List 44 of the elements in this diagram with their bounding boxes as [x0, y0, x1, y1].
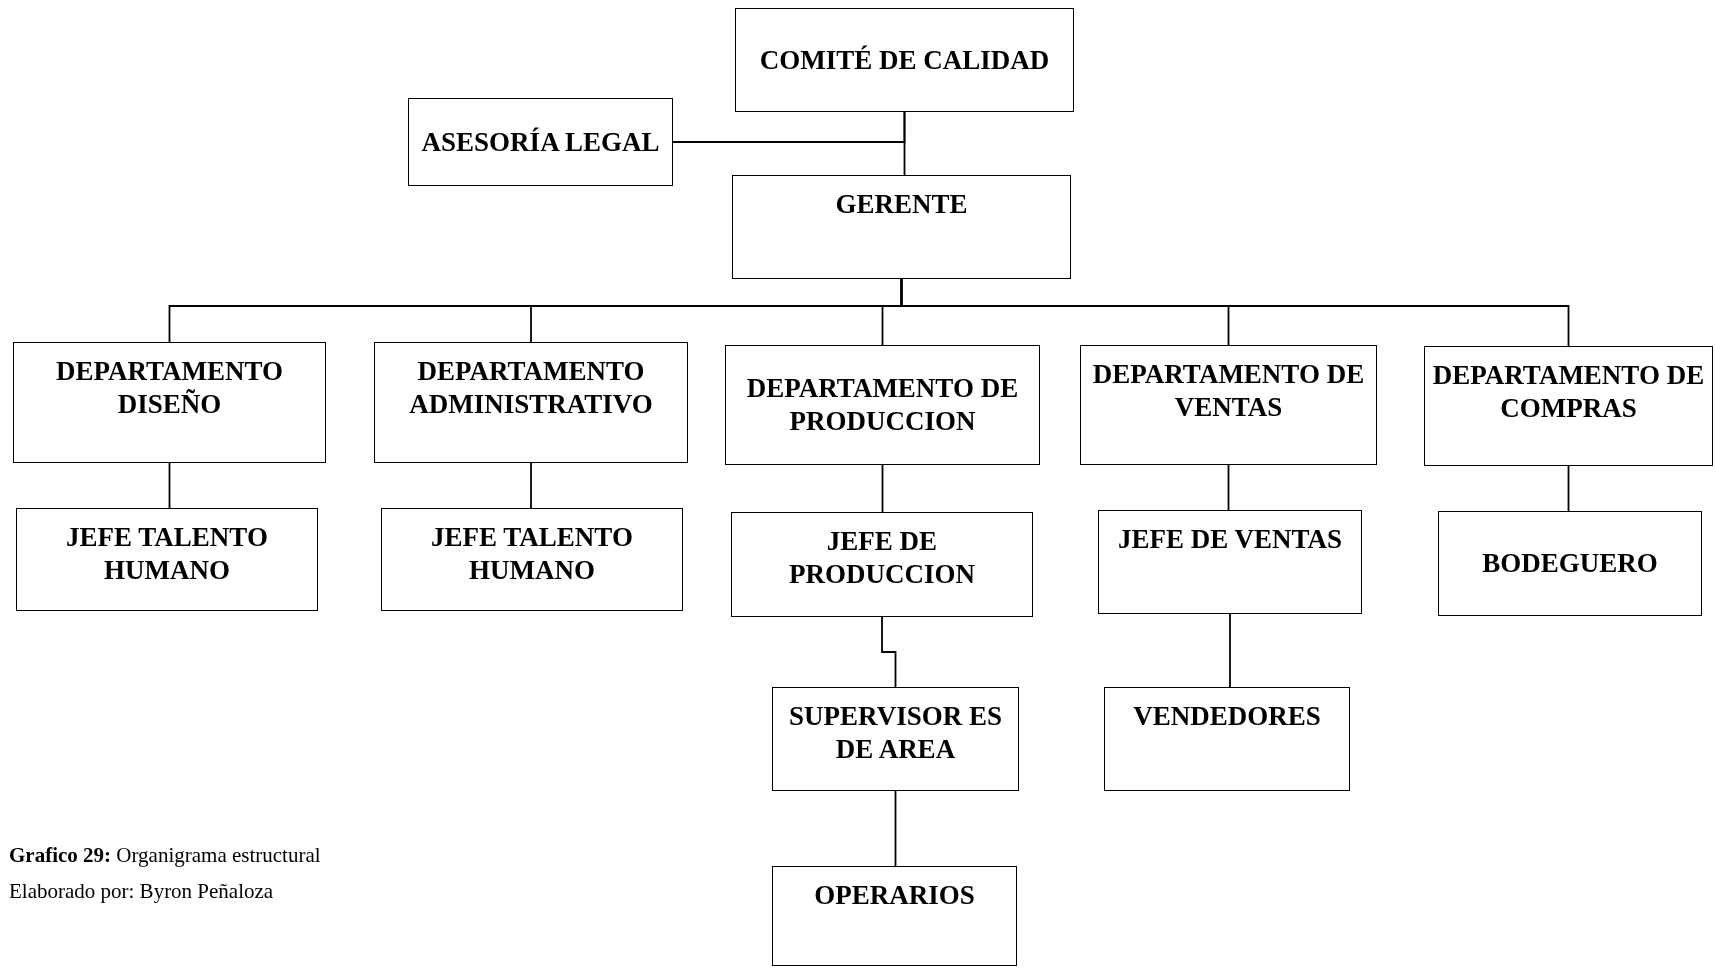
org-box: [772, 687, 1019, 791]
org-box: [732, 175, 1071, 279]
org-box: [381, 508, 683, 611]
org-box: [1424, 346, 1713, 466]
figure-caption: Grafico 29: Organigrama estructural: [9, 843, 321, 868]
box-label: DEPARTAMENTO DE COMPRAS: [1431, 359, 1706, 425]
connector-line: [672, 111, 906, 143]
connector-line: [1567, 465, 1570, 512]
connector-line: [1227, 464, 1230, 511]
connector-line: [900, 278, 1570, 347]
box-label: SUPERVISOR ES DE AREA: [788, 700, 1003, 766]
box-label: VENDEDORES: [1133, 700, 1321, 733]
org-box: [1098, 510, 1362, 614]
org-box: [1104, 687, 1350, 791]
org-box: [408, 98, 673, 186]
box-label: ASESORÍA LEGAL: [421, 125, 660, 159]
org-box: [16, 508, 318, 611]
connector-line: [530, 462, 532, 509]
connector-line: [881, 616, 897, 688]
org-box: [731, 512, 1033, 617]
box-label: JEFE DE PRODUCCION: [788, 525, 976, 591]
box-label: COMITÉ DE CALIDAD: [759, 43, 1050, 77]
connector-line: [894, 790, 897, 867]
box-label: BODEGUERO: [1482, 547, 1658, 580]
org-box: [1438, 511, 1702, 616]
box-label: DEPARTAMENTO DISEÑO: [54, 355, 285, 421]
org-box: [374, 342, 688, 463]
org-box: [772, 866, 1017, 966]
box-label: JEFE DE VENTAS: [1117, 523, 1343, 556]
box-label: DEPARTAMENTO ADMINISTRATIVO: [408, 355, 654, 421]
box-label: DEPARTAMENTO DE PRODUCCION: [745, 372, 1020, 438]
box-label: DEPARTAMENTO DE VENTAS: [1091, 358, 1366, 424]
connector-line: [1229, 613, 1231, 688]
author-note: Elaborado por: Byron Peñaloza: [9, 879, 274, 904]
connector-line: [881, 464, 884, 513]
org-box: [725, 345, 1040, 465]
org-box: [13, 342, 326, 463]
connector-line: [168, 462, 171, 509]
box-label: JEFE TALENTO HUMANO: [65, 521, 269, 587]
org-box: [735, 8, 1074, 112]
box-label: JEFE TALENTO HUMANO: [430, 521, 634, 587]
box-label: OPERARIOS: [814, 879, 975, 912]
org-box: [1080, 345, 1377, 465]
box-label: GERENTE: [835, 188, 968, 221]
